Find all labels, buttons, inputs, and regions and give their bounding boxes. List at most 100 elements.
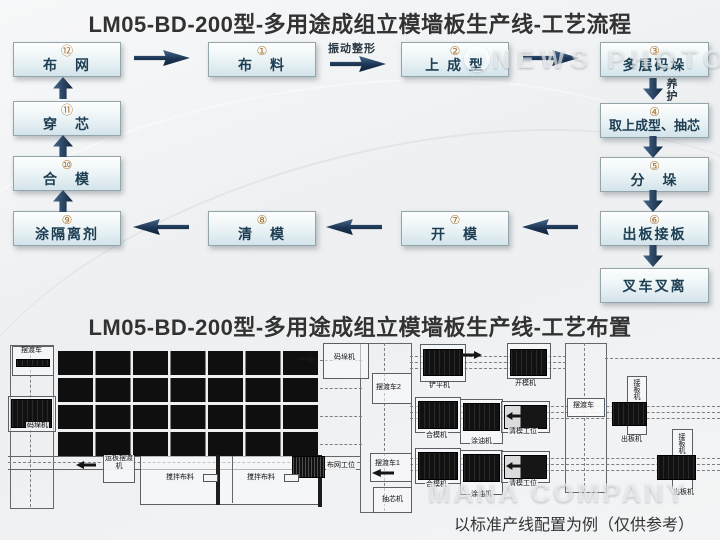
mold-opening-label: 开模机 xyxy=(514,380,537,388)
support-post xyxy=(216,455,220,505)
feeder-symbol xyxy=(203,474,218,482)
conveyor-line xyxy=(410,458,720,459)
footnote: 以标准产线配置为例（仅供参考） xyxy=(454,517,695,534)
conveyor-line xyxy=(320,444,362,445)
step-number: ⑤ xyxy=(649,159,660,173)
oil-coating-block xyxy=(463,454,500,482)
watermark-news-photo: NEWS PHOTO xyxy=(492,44,720,74)
flow-step-6-board-out: ⑥ 出板接板 xyxy=(600,211,709,246)
ferry-cart-block xyxy=(16,359,50,367)
flow-step-1-distribute: ① 布 料 xyxy=(208,42,316,77)
track-centerline xyxy=(384,343,385,511)
arrow-right-icon xyxy=(330,56,386,72)
board-output-label: 出板机 xyxy=(620,436,643,444)
step-number: ⑥ xyxy=(649,213,660,227)
flow-step-forklift: 叉车叉离 xyxy=(600,268,709,303)
leveling-machine-block xyxy=(423,349,463,376)
curing-note: 养护 xyxy=(665,78,677,102)
conveyor-line xyxy=(410,470,720,471)
conveyor-line xyxy=(320,388,362,389)
flow-step-5-destack: ⑤ 分 垛 xyxy=(600,157,709,192)
layout-title: LM05-BD-200型-多用途成组立模墙板生产线-工艺布置 xyxy=(88,315,632,340)
step-label: 分 垛 xyxy=(630,172,679,188)
transfer-cart-label: 运板摆渡机 xyxy=(104,455,134,471)
net-station-label: 布网工位 xyxy=(326,462,356,470)
conveyor-line xyxy=(410,418,720,419)
mold-closing-block xyxy=(418,401,458,429)
arrow-left-icon xyxy=(372,469,394,477)
board-receiving-label: 接板机 xyxy=(632,379,640,400)
step-number: ⑧ xyxy=(256,213,268,227)
step-label: 多层码垛 xyxy=(622,57,687,73)
flow-step-10-close-mold: ⑩ 合 模 xyxy=(13,156,121,191)
mold-opening-block xyxy=(510,349,547,376)
oil-coating-label: 涂油机 xyxy=(470,491,493,499)
core-pulling-label: 抽芯机 xyxy=(381,496,404,504)
arrow-down-icon xyxy=(643,78,663,100)
mold-cleaning-label: 清模工位 xyxy=(508,480,538,488)
step-label: 叉车叉离 xyxy=(622,277,687,294)
mold-rack-grid xyxy=(58,348,320,456)
watermark-company: MANA COMPANY xyxy=(428,478,688,508)
step-number: ④ xyxy=(649,105,660,119)
flow-step-8-clean-mold: ⑧ 清 模 xyxy=(208,211,316,246)
flow-step-4-remove-core: ④ 取上成型、抽芯 xyxy=(600,103,709,138)
step-number: ② xyxy=(449,44,461,58)
mold-closing-label: 合模机 xyxy=(425,481,448,489)
flow-step-11-insert-core: ⑪ 穿 芯 xyxy=(13,101,121,136)
oil-coating-block xyxy=(463,403,500,431)
board-receiving-label: 接板机 xyxy=(677,433,685,454)
conveyor-line xyxy=(410,368,566,369)
mold-cleaning-label: 清模工位 xyxy=(508,428,538,436)
step-number: ⑪ xyxy=(60,103,73,117)
oil-coating-label: 涂油机 xyxy=(470,438,493,446)
step-label: 出板接板 xyxy=(622,226,687,242)
conveyor-line xyxy=(410,362,566,363)
conveyor-line xyxy=(410,464,720,465)
step-label: 布 网 xyxy=(43,57,91,73)
leveling-machine-label: 铲平机 xyxy=(428,382,451,390)
arrow-up-icon xyxy=(53,77,73,99)
mold-closing-block xyxy=(418,452,458,480)
mold-closing-label: 合模机 xyxy=(425,432,448,440)
conveyor-line xyxy=(410,356,566,357)
flow-step-7-open-mold: ⑦ 开 模 xyxy=(401,211,509,246)
ferry-cart-label: 摆渡车 xyxy=(20,347,43,355)
conveyor-line xyxy=(320,416,362,417)
step-number: ③ xyxy=(649,44,660,58)
flow-title: LM05-BD-200型-多用途成组立模墙板生产线-工艺流程 xyxy=(88,12,632,37)
mixing-feed-label: 搅拌布料 xyxy=(165,474,195,482)
feeder-symbol xyxy=(284,474,299,482)
flow-step-12-spread-net: ⑫ 布 网 xyxy=(13,42,121,77)
ferry-cart-2-label: 摆渡车2 xyxy=(375,384,402,392)
arrow-right-icon xyxy=(134,50,190,66)
step-label: 清 模 xyxy=(238,226,286,242)
stacker-left-label: 码垛机 xyxy=(26,422,49,430)
step-label: 合 模 xyxy=(43,171,91,187)
step-label: 涂隔离剂 xyxy=(35,226,99,242)
arrow-left-icon xyxy=(76,461,96,469)
board-output-label: 出板机 xyxy=(672,489,695,497)
support-post xyxy=(318,455,322,507)
step-number: ① xyxy=(256,44,268,58)
track-centerline xyxy=(584,343,585,491)
step-label: 开 模 xyxy=(431,226,479,242)
ferry-cart-right-label: 摆渡车 xyxy=(572,402,595,410)
watermark-logo-circle-icon xyxy=(464,46,490,72)
step-number: ⑦ xyxy=(449,213,461,227)
step-number: ⑩ xyxy=(61,158,73,172)
flow-step-9-release-agent: ⑨ 涂隔离剂 xyxy=(13,211,121,246)
conveyor-line xyxy=(410,406,720,407)
step-label: 取上成型、抽芯 xyxy=(608,118,700,133)
step-label: 穿 芯 xyxy=(43,116,91,132)
mixing-feed-label: 搅拌布料 xyxy=(246,474,276,482)
stacker-right-label: 码垛机 xyxy=(333,354,356,362)
board-output-block-1 xyxy=(612,402,647,426)
step-number: ⑨ xyxy=(61,213,73,227)
net-station-block xyxy=(292,456,325,478)
flow-step-3-stacking: ③ 多层码垛 xyxy=(600,42,709,77)
board-output-block-2 xyxy=(657,455,696,480)
step-number: ⑫ xyxy=(60,44,73,58)
arrow-left-icon xyxy=(506,462,522,470)
